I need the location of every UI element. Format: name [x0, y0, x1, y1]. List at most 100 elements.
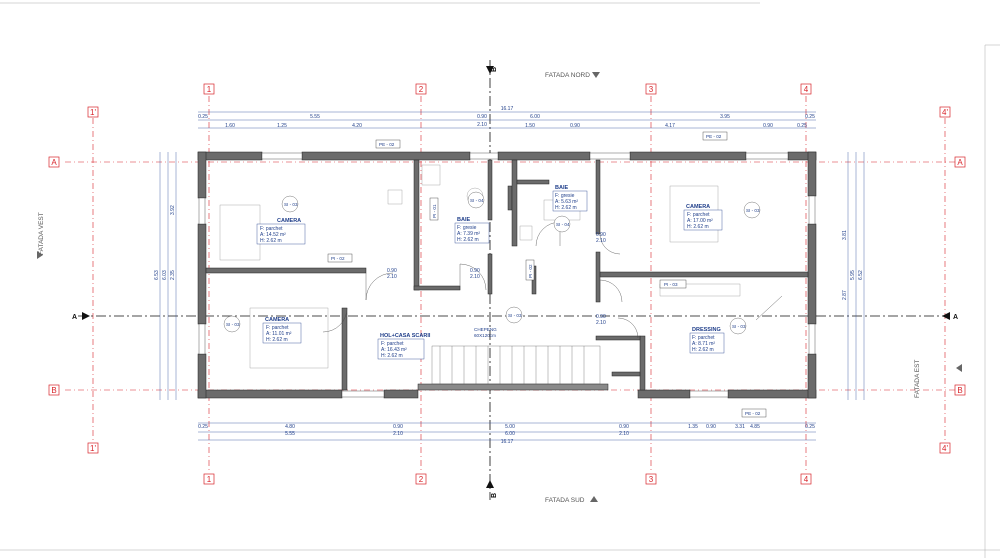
room-5-floor: F: parchet — [266, 325, 289, 331]
dim-top2-6: 0.90 — [763, 123, 773, 129]
grid-label-a-left: A — [51, 158, 57, 167]
dim-top-5: 6.00 — [530, 114, 540, 120]
section-label-a-left: A — [72, 314, 77, 321]
room-1-name: CAMERA — [277, 218, 301, 224]
room-7-tag: SI - 03 — [732, 324, 746, 329]
grid-label-2-top: 2 — [419, 85, 424, 94]
dim-bot2-4: 2.10 — [619, 431, 629, 437]
room-tag-circle — [281, 195, 299, 213]
section-arrow-b-top — [486, 66, 494, 74]
dim-top-6: 3.95 — [720, 114, 730, 120]
dim-top2-8: 0.25 — [797, 123, 807, 129]
windows — [198, 152, 816, 398]
dim-top2-5: 1.50 — [525, 123, 535, 129]
room-5-tag: SI - 03 — [226, 322, 240, 327]
room-4-area: A: 17.00 m² — [687, 218, 713, 224]
door-label-1b: 2.10 — [387, 274, 397, 280]
dim-top2-7: 4.17 — [665, 123, 675, 129]
facade-north-arrow — [592, 72, 600, 78]
section-arrow-a-left — [82, 312, 90, 320]
grid-label-1-top: 1 — [207, 85, 212, 94]
room-6-height: H: 2.62 m — [381, 353, 403, 359]
door-label-3a: 0.90 — [596, 232, 606, 238]
grid-label-3-top: 3 — [649, 85, 654, 94]
room-5-name: CAMERA — [265, 317, 289, 323]
room-7-height: H: 2.62 m — [692, 347, 714, 353]
room-7-area: A: 8.71 m² — [692, 341, 715, 347]
room-2-height: H: 2.62 m — [457, 237, 479, 243]
facade-south-arrow — [590, 496, 598, 502]
dim-total-top: 16.17 — [501, 106, 514, 112]
dim-bot-9: 0.25 — [805, 424, 815, 430]
grid-label-3-bottom: 3 — [649, 475, 654, 484]
room-6-tag: SI - 03 — [508, 313, 522, 318]
room-4-tag: SI - 03 — [746, 208, 760, 213]
room-2-floor: F: gresie — [457, 225, 477, 231]
dim-top-3: 0.90 — [477, 114, 487, 120]
grid-label-b-right: B — [957, 386, 962, 395]
section-label-a-right: A — [953, 314, 958, 321]
dim-right-1: 6.52 — [858, 270, 864, 280]
grid-label-2-bottom: 2 — [419, 475, 424, 484]
room-2-name: BAIE — [457, 217, 470, 223]
grid-label-4p-top: 4' — [942, 108, 948, 117]
dim-top2-3: 4.20 — [352, 123, 362, 129]
dim-top2-2: 1.25 — [277, 123, 287, 129]
grid-label-1p-top: 1' — [90, 108, 96, 117]
staircase — [431, 345, 601, 385]
room-1-height: H: 2.62 m — [260, 238, 282, 244]
section-label-b-bottom: B — [491, 493, 498, 498]
dim-left-2: 6.03 — [162, 270, 168, 280]
door-label-4a: 0.90 — [596, 314, 606, 320]
dimension-lines — [159, 111, 865, 441]
chepeng-label: CHEPENG — [474, 327, 497, 332]
facade-west-arrow — [37, 251, 43, 259]
dim-bot2-3: 6.00 — [505, 431, 515, 437]
room-3-name: BAIE — [555, 185, 568, 191]
tag-pi-02b: PI - 02 — [528, 264, 533, 278]
dim-bot-1: 0.25 — [198, 424, 208, 430]
section-label-b-top: B — [491, 67, 498, 72]
room-1-floor: F: parchet — [260, 226, 283, 232]
dim-top-1: 0.25 — [198, 114, 208, 120]
door-label-2a: 0.90 — [470, 268, 480, 274]
room-4-height: H: 2.62 m — [687, 224, 709, 230]
room-6-name: HOL+CASA SCARII — [380, 333, 431, 339]
room-1-area: A: 14.52 m² — [260, 232, 286, 238]
dim-bot-3: 0.90 — [393, 424, 403, 430]
facade-east-arrow — [956, 364, 962, 372]
dim-bot2-1: 5.55 — [285, 431, 295, 437]
room-2-area: A: 7.39 m² — [457, 231, 480, 237]
grid-label-4-bottom: 4 — [804, 475, 809, 484]
tag-pi-03: PI - 03 — [664, 282, 678, 287]
room-3-floor: F: gresie — [555, 193, 575, 199]
room-1-tag: SI - 03 — [284, 202, 298, 207]
grid-label-1-bottom: 1 — [207, 475, 212, 484]
room-7-floor: F: parchet — [692, 335, 715, 341]
dim-top2-4: 0.90 — [570, 123, 580, 129]
chepeng-size: 60X120cm — [474, 333, 496, 338]
room-3-height: H: 2.62 m — [555, 205, 577, 211]
dim-bot-8: 4.85 — [750, 424, 760, 430]
room-3-area: A: 5.63 m² — [555, 199, 578, 205]
room-6-area: A: 16.43 m² — [381, 347, 407, 353]
dim-total-bottom: 16.17 — [501, 439, 514, 445]
door-swings — [322, 221, 783, 339]
grid-bubbles — [48, 83, 966, 485]
dim-left-4: 3.92 — [170, 205, 176, 215]
room-2-tag: SI - 04 — [470, 198, 484, 203]
dim-bot-6: 1.35 — [688, 424, 698, 430]
grid-label-4p-bottom: 4' — [942, 444, 948, 453]
grid-label-b-left: B — [51, 386, 56, 395]
dim-top-7: 0.25 — [805, 114, 815, 120]
dim-bot-2: 4.80 — [285, 424, 295, 430]
dim-bot2-2: 2.10 — [393, 431, 403, 437]
grid-label-4-top: 4 — [804, 85, 809, 94]
dim-bot2-5: 3.31 — [735, 424, 745, 430]
facade-east-label: FATADA EST — [914, 360, 921, 398]
tag-pi-01: PI - 01 — [432, 204, 437, 218]
room-5-height: H: 2.62 m — [266, 337, 288, 343]
door-label-3b: 2.10 — [596, 238, 606, 244]
dim-top-4: 2.10 — [477, 122, 487, 128]
